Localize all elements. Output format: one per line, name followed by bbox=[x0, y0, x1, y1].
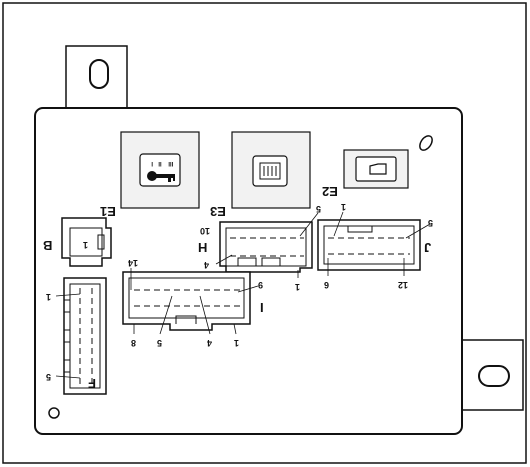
connector-f-pin-1: 1 bbox=[46, 292, 51, 302]
connector-j bbox=[317, 211, 431, 276]
connector-f-pin-5: 5 bbox=[46, 372, 51, 382]
connector-f-label: F bbox=[88, 376, 96, 391]
connector-j-label: J bbox=[424, 240, 431, 255]
connector-i-pin-8: 8 bbox=[131, 338, 136, 348]
connector-j-pin-1: 1 bbox=[341, 202, 346, 212]
relay-e2 bbox=[343, 149, 409, 189]
svg-text:II: II bbox=[158, 160, 162, 166]
connector-e3-label: E3 bbox=[210, 204, 226, 219]
connector-f bbox=[55, 277, 107, 395]
connector-j-pin-6: 6 bbox=[324, 280, 329, 290]
svg-text:III: III bbox=[168, 160, 173, 166]
outer-frame bbox=[2, 2, 527, 464]
connector-h-label: H bbox=[198, 240, 207, 255]
connector-i-pin-4: 4 bbox=[207, 338, 212, 348]
relay-e1: I II III bbox=[120, 131, 200, 209]
ignition-key-icon: I II III bbox=[139, 153, 181, 187]
rear-defroster-icon bbox=[252, 155, 288, 187]
connector-h-pin-4: 4 bbox=[204, 260, 209, 270]
mounting-slot bbox=[89, 59, 109, 89]
mounting-slot bbox=[478, 365, 510, 387]
connector-i-pin-14: 14 bbox=[128, 258, 138, 268]
connector-h-pin-1: 1 bbox=[295, 282, 300, 292]
connector-e1-label: E1 bbox=[100, 204, 116, 219]
svg-text:I: I bbox=[151, 160, 153, 166]
top-mounting-tab bbox=[65, 45, 128, 108]
connector-i-pin-5: 5 bbox=[157, 338, 162, 348]
connector-i-pin-1: 1 bbox=[234, 338, 239, 348]
connector-j-pin-12: 12 bbox=[398, 280, 408, 290]
connector-i-label: I bbox=[260, 300, 264, 315]
horn-icon bbox=[355, 156, 397, 182]
connector-h-pin-10: 10 bbox=[200, 226, 210, 236]
right-mounting-tab bbox=[460, 339, 524, 411]
connector-b-pin-1: 1 bbox=[83, 240, 88, 250]
connector-i bbox=[122, 268, 259, 335]
connector-b bbox=[61, 217, 112, 267]
mounting-hole bbox=[48, 407, 60, 419]
connector-h bbox=[215, 212, 319, 278]
connector-e2-label: E2 bbox=[322, 184, 338, 199]
connector-j-pin-5: 5 bbox=[428, 218, 433, 228]
relay-e3 bbox=[231, 131, 311, 209]
connector-h-pin-5: 5 bbox=[316, 204, 321, 214]
connector-i-pin-9: 9 bbox=[258, 280, 263, 290]
mounting-hole bbox=[419, 135, 433, 151]
connector-b-label: B bbox=[43, 238, 52, 253]
